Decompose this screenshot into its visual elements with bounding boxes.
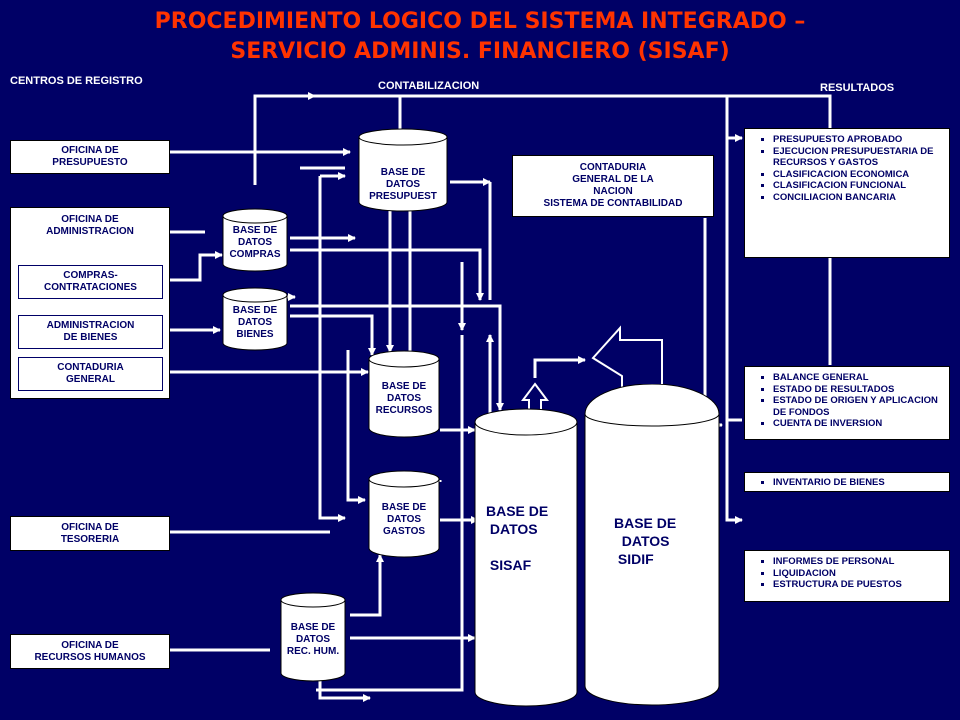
result-item: ESTADO DE ORIGEN Y APLICACION DE FONDOS <box>773 395 945 418</box>
db-rec-hum-cylinder-icon <box>280 592 346 682</box>
results-personal-list: INFORMES DE PERSONAL LIQUIDACION ESTRUCT… <box>749 556 945 591</box>
contaduria-nacion-label: CONTADURIA GENERAL DE LA NACION SISTEMA … <box>543 162 683 209</box>
db-sisaf[interactable]: BASE DE DATOS SISAF <box>474 408 578 708</box>
db-recursos[interactable]: BASE DE DATOS RECURSOS <box>368 350 440 438</box>
db-rec-hum[interactable]: BASE DE DATOS REC. HUM. <box>280 592 346 682</box>
result-item: LIQUIDACION <box>773 568 945 580</box>
db-compras-label: BASE DE DATOS COMPRAS <box>229 225 281 260</box>
line-sisaf-sidif <box>533 356 586 378</box>
db-presupuesto-cylinder-icon <box>358 128 448 212</box>
page-title-line2: SERVICIO ADMINIS. FINANCIERO (SISAF) <box>230 39 730 64</box>
oficina-administracion-label: OFICINA DE ADMINISTRACION <box>46 214 134 237</box>
header-resultados: RESULTADOS <box>820 82 895 94</box>
result-item: ESTADO DE RESULTADOS <box>773 384 945 396</box>
result-item: EJECUCION PRESUPUESTARIA DE RECURSOS Y G… <box>773 146 945 169</box>
db-gastos-label: BASE DE DATOS GASTOS <box>381 502 427 537</box>
db-bienes[interactable]: BASE DE DATOS BIENES <box>222 287 288 351</box>
db-compras[interactable]: BASE DE DATOS COMPRAS <box>222 208 288 272</box>
oficina-recursos-humanos-label: OFICINA DE RECURSOS HUMANOS <box>34 639 146 663</box>
result-item: BALANCE GENERAL <box>773 372 945 384</box>
db-presupuesto-label: BASE DE DATOS PRESUPUEST <box>369 167 437 202</box>
compras-contrataciones-label: COMPRAS- CONTRATACIONES <box>44 270 137 293</box>
line-rechum-bottom <box>318 676 371 702</box>
db-bienes-cylinder-icon <box>222 287 288 351</box>
line-bienes-sisaf <box>290 304 504 411</box>
result-item: PRESUPUESTO APROBADO <box>773 134 945 146</box>
db-bienes-label: BASE DE DATOS BIENES <box>232 305 278 340</box>
db-rec-hum-label: BASE DE DATOS REC. HUM. <box>286 622 340 657</box>
bus-drop-personal <box>725 96 743 524</box>
result-item: CUENTA DE INVERSION <box>773 418 945 430</box>
result-item: CONCILIACION BANCARIA <box>773 192 945 204</box>
oficina-tesoreria-label: OFICINA DE TESORERIA <box>60 521 120 545</box>
administracion-bienes-label: ADMINISTRACION DE BIENES <box>46 320 135 343</box>
db-sidif-label: BASE DE DATOS SIDIF <box>614 515 677 567</box>
result-item: CLASIFICACION ECONOMICA <box>773 169 945 181</box>
db-compras-cylinder-icon <box>222 208 288 272</box>
result-item: CLASIFICACION FUNCIONAL <box>773 180 945 192</box>
line-to-gastos <box>346 350 366 504</box>
db-sisaf-label: BASE DE DATOS SISAF <box>486 503 549 573</box>
result-item: INVENTARIO DE BIENES <box>773 477 945 489</box>
db-sisaf-cylinder-icon <box>474 408 578 707</box>
line-bienes-recursos <box>290 314 376 356</box>
oficina-presupuesto-label: OFICINA DE PRESUPUESTO <box>52 145 128 168</box>
result-item: INFORMES DE PERSONAL <box>773 556 945 568</box>
db-gastos-cylinder-icon <box>368 470 440 558</box>
line-compras <box>162 251 223 282</box>
compras-contrataciones[interactable]: COMPRAS- CONTRATACIONES <box>18 265 163 299</box>
results-presupuesto-list: PRESUPUESTO APROBADO EJECUCION PRESUPUES… <box>749 134 945 203</box>
results-contables: BALANCE GENERAL ESTADO DE RESULTADOS EST… <box>744 366 950 440</box>
results-bienes: INVENTARIO DE BIENES <box>744 472 950 492</box>
line-compras-sisaf <box>290 248 484 301</box>
oficina-presupuesto[interactable]: OFICINA DE PRESUPUESTO <box>10 140 170 174</box>
results-personal: INFORMES DE PERSONAL LIQUIDACION ESTRUCT… <box>744 550 950 602</box>
result-item: ESTRUCTURA DE PUESTOS <box>773 579 945 591</box>
db-sidif[interactable]: BASE DE DATOS SIDIF <box>584 383 720 706</box>
administracion-bienes[interactable]: ADMINISTRACION DE BIENES <box>18 315 163 349</box>
oficina-recursos-humanos[interactable]: OFICINA DE RECURSOS HUMANOS <box>10 634 170 669</box>
header-contabilizacion: CONTABILIZACION <box>378 80 480 92</box>
db-recursos-label: BASE DE DATOS RECURSOS <box>375 381 433 416</box>
line-rechum-loop <box>316 335 464 692</box>
db-gastos[interactable]: BASE DE DATOS GASTOS <box>368 470 440 558</box>
page-title-line1: PROCEDIMIENTO LOGICO DEL SISTEMA INTEGRA… <box>154 9 806 34</box>
oficina-administracion-group: OFICINA DE ADMINISTRACION COMPRAS- CONTR… <box>10 207 170 399</box>
db-sidif-cylinder-icon <box>584 383 720 706</box>
contaduria-general-label: CONTADURIA GENERAL <box>57 362 124 385</box>
oficina-tesoreria[interactable]: OFICINA DE TESORERIA <box>10 516 170 551</box>
contaduria-nacion[interactable]: CONTADURIA GENERAL DE LA NACION SISTEMA … <box>512 155 714 217</box>
results-bienes-list: INVENTARIO DE BIENES <box>749 477 945 489</box>
results-presupuesto: PRESUPUESTO APROBADO EJECUCION PRESUPUES… <box>744 128 950 258</box>
results-contables-list: BALANCE GENERAL ESTADO DE RESULTADOS EST… <box>749 372 945 430</box>
db-recursos-cylinder-icon <box>368 350 440 438</box>
line-rechum-gastos <box>350 554 384 617</box>
contaduria-general[interactable]: CONTADURIA GENERAL <box>18 357 163 391</box>
header-centros: CENTROS DE REGISTRO <box>10 75 143 87</box>
db-presupuesto[interactable]: BASE DE DATOS PRESUPUEST <box>358 128 448 212</box>
line-loop-gastos <box>318 176 346 522</box>
